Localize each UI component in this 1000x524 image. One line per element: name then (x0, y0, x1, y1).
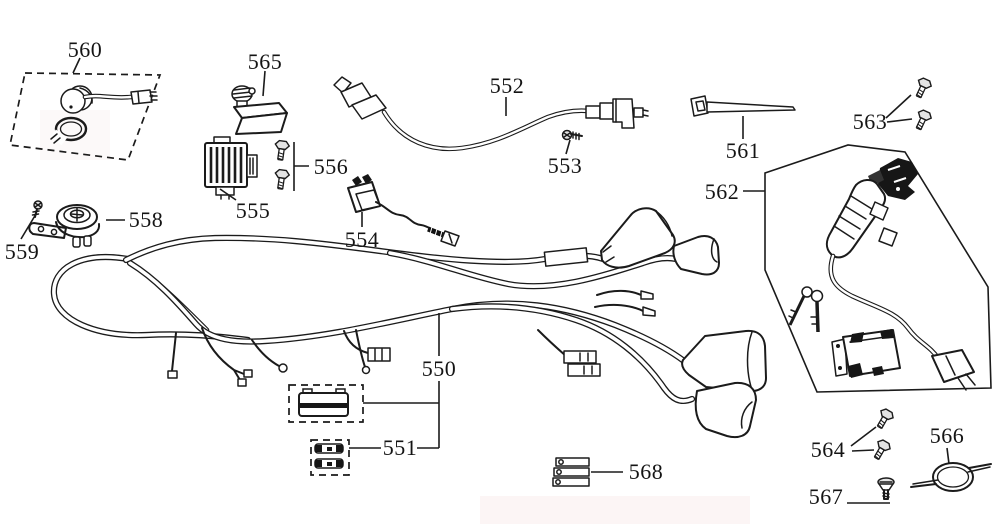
keys-drawing (788, 286, 824, 333)
part-label-555: 555 (235, 198, 271, 223)
part-label-567: 567 (808, 484, 844, 509)
part-label-551: 551 (382, 435, 418, 460)
bolts-564-drawing (869, 406, 896, 463)
screw-559-drawing (31, 200, 43, 218)
horn-drawing (28, 204, 101, 248)
cdi-unit-drawing (231, 85, 288, 135)
fuse-strips-568-drawing (552, 457, 590, 487)
spark-plug-cable-drawing (333, 76, 649, 152)
part-label-561: 561 (725, 138, 761, 163)
fuse-dashed-box (310, 439, 350, 476)
part-label-559: 559 (4, 239, 40, 264)
part-label-564: 564 (810, 437, 846, 462)
lock-set-drawing (831, 329, 901, 378)
pickup-coil-dashed-box (8, 72, 162, 161)
part-label-562: 562 (704, 179, 740, 204)
screw-567-drawing (877, 477, 895, 500)
part-label-565: 565 (247, 49, 283, 74)
part-label-563: 563 (852, 109, 888, 134)
part-label-560: 560 (67, 37, 103, 62)
screw-553-drawing (561, 129, 583, 141)
part-label-556: 556 (313, 154, 349, 179)
part-label-566: 566 (929, 423, 965, 448)
part-label-568: 568 (628, 459, 664, 484)
leader-lines (20, 57, 950, 504)
ignition-switch-kit-outline (764, 144, 992, 393)
fuses-551-drawing (314, 443, 344, 469)
relay-dashed-box (288, 384, 364, 423)
pickup-sensor-drawing (60, 85, 158, 114)
bolts-563-drawing (911, 75, 934, 133)
relay-drawing (298, 388, 349, 417)
ignition-switch-drawing (825, 158, 976, 391)
regulator-drawing (204, 136, 258, 200)
clamp-ring-drawing (50, 116, 88, 146)
part-label-552: 552 (489, 73, 525, 98)
clamp-566-drawing (910, 462, 992, 492)
part-label-553: 553 (547, 153, 583, 178)
part-label-558: 558 (128, 207, 164, 232)
part-label-550: 550 (421, 356, 457, 381)
wiring-harness-drawing (50, 207, 767, 439)
screws-556-drawing (272, 139, 291, 191)
part-label-554: 554 (344, 227, 380, 252)
cable-tie-drawing (690, 95, 796, 117)
ignition-coil-drawing (347, 174, 460, 247)
